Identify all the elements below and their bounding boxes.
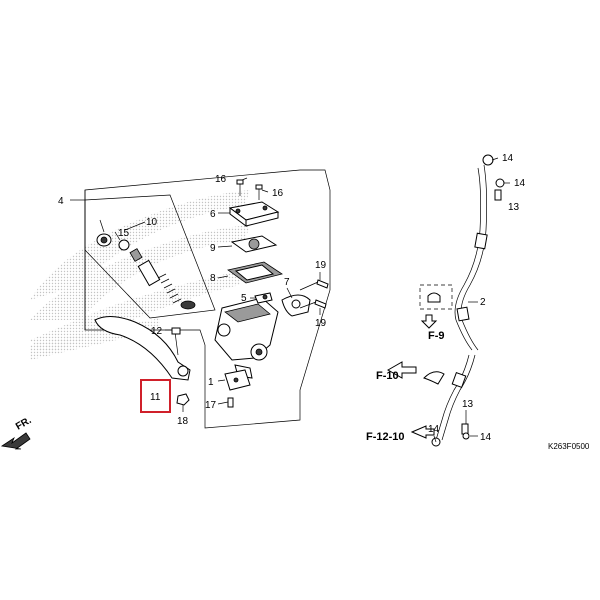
piston-kit <box>96 233 196 310</box>
callout-14-right: 14 <box>514 178 526 189</box>
f9-clamp <box>419 284 453 329</box>
callout-15: 15 <box>118 228 130 239</box>
callout-12: 12 <box>151 326 163 337</box>
highlight-box <box>140 379 171 413</box>
callout-17: 17 <box>205 400 217 411</box>
ref-f10: F-10 <box>376 370 399 382</box>
brake-hose <box>435 164 488 441</box>
screw-16-left <box>236 179 244 196</box>
callout-19-bottom: 19 <box>315 318 327 329</box>
assembly-boundary <box>84 169 331 429</box>
callout-1: 1 <box>208 377 214 388</box>
callout-6: 6 <box>210 209 216 220</box>
callout-18: 18 <box>177 416 189 427</box>
bolt-19-top <box>299 279 329 291</box>
screw-17 <box>227 397 234 408</box>
brake-switch <box>224 369 251 391</box>
f12-arrow <box>410 425 435 439</box>
ref-f12-10: F-12-10 <box>366 431 405 443</box>
bolt-19-bottom <box>299 299 327 309</box>
callout-10: 10 <box>146 217 158 228</box>
callout-5: 5 <box>241 293 247 304</box>
callout-16-top: 16 <box>215 174 227 185</box>
master-cylinder-body <box>214 297 279 379</box>
bracket-5 <box>254 292 273 304</box>
callout-14-left: 14 <box>428 424 440 435</box>
diagram-code: K263F0500 <box>548 442 590 451</box>
callout-13-top: 13 <box>508 202 520 213</box>
ref-f9: F-9 <box>428 330 445 342</box>
callout-16-right: 16 <box>272 188 284 199</box>
callout-2: 2 <box>480 297 486 308</box>
front-arrow-label: FR. <box>14 415 34 433</box>
screw-16-right <box>255 184 263 200</box>
piston-kit-box <box>84 194 216 319</box>
callout-9: 9 <box>210 243 216 254</box>
callout-19-top: 19 <box>315 260 327 271</box>
callout-4: 4 <box>58 196 64 207</box>
nut-18 <box>176 393 190 406</box>
reservoir-cap <box>228 201 280 227</box>
f10-clamp <box>386 361 445 385</box>
holder-7 <box>281 294 311 317</box>
callout-11: 11 <box>150 392 161 403</box>
leader-lines <box>70 157 510 443</box>
callout-14-bottom: 14 <box>480 432 492 443</box>
reservoir-plate <box>230 235 278 253</box>
callout-13-bottom: 13 <box>462 399 474 410</box>
callout-8: 8 <box>210 273 216 284</box>
reservoir-diaphragm <box>227 261 283 284</box>
front-arrow-icon <box>0 432 31 450</box>
callout-14-top: 14 <box>502 153 514 164</box>
brake-lever <box>94 316 191 381</box>
callout-7: 7 <box>284 277 290 288</box>
